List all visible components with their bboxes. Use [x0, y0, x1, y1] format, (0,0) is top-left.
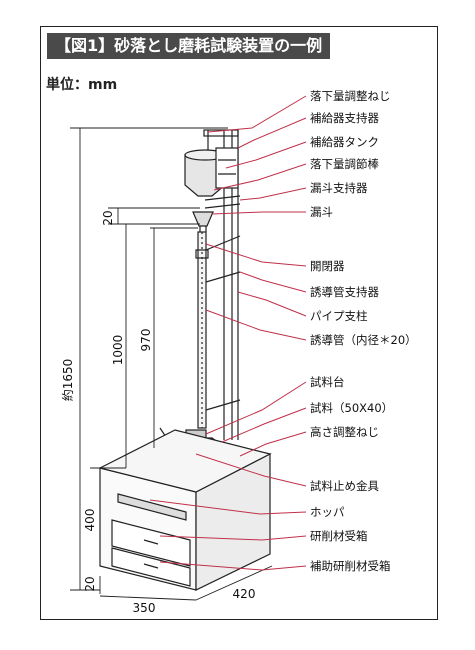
label-aux-abrasive-box: 補助研削材受箱	[310, 559, 391, 573]
title-bar: 【図1】砂落とし磨耗試験装置の一例	[41, 27, 437, 61]
dim-bottom-gap: 20	[83, 576, 97, 591]
label-drop-screw: 落下量調整ねじ	[310, 89, 391, 103]
label-height-screw: 高さ調整ねじ	[310, 425, 379, 439]
label-funnel: 漏斗	[310, 205, 333, 219]
label-funnel-holder: 漏斗支持器	[310, 181, 368, 195]
dimension-texts: 約1650 20 1000 970 400 20 350 420	[60, 210, 255, 615]
label-switch: 開閉器	[310, 259, 345, 273]
dim-total-height: 約1650	[60, 359, 75, 402]
label-guide-pipe: 誘導管（内径＊20）	[310, 333, 417, 347]
label-pipe-post: パイプ支柱	[310, 309, 368, 323]
leader-lines	[149, 95, 307, 571]
label-drop-rod: 落下量調節棒	[310, 157, 379, 171]
dim-drop-height: 970	[139, 329, 153, 352]
label-feeder-holder: 補給器支持器	[310, 111, 379, 125]
label-sample-clamp: 試料止め金具	[310, 479, 379, 493]
dim-top-gap: 20	[101, 210, 115, 225]
label-abrasive-box: 研削材受箱	[310, 529, 368, 543]
unit-label: 単位：mm	[46, 77, 118, 93]
apparatus-drawing	[98, 129, 272, 591]
figure-title: 【図1】砂落とし磨耗試験装置の一例	[47, 33, 331, 59]
label-sample: 試料（50X40）	[310, 401, 393, 415]
dim-depth: 420	[233, 587, 256, 601]
label-sample-table: 試料台	[310, 375, 345, 389]
label-hopper: ホッパ	[310, 505, 345, 519]
dimension-lines	[70, 127, 273, 601]
dim-width: 350	[133, 601, 156, 615]
label-guide-holder: 誘導管支持器	[310, 285, 379, 299]
dim-base-height: 400	[83, 509, 97, 532]
label-feeder-tank: 補給器タンク	[310, 135, 379, 149]
dim-pipe-length: 1000	[111, 335, 125, 366]
part-labels: 落下量調整ねじ 補給器支持器 補給器タンク 落下量調節棒 漏斗支持器 漏斗 開閉…	[310, 89, 417, 573]
